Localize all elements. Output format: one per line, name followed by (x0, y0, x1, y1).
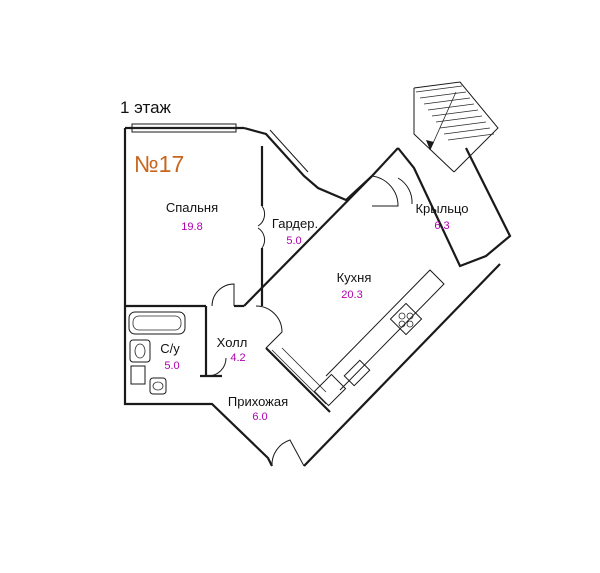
room-wardrobe-area: 5.0 (286, 235, 301, 247)
room-bedroom-area: 19.8 (181, 221, 202, 233)
apartment-number: №17 (134, 151, 184, 177)
room-hall-area: 4.2 (230, 352, 245, 364)
room-kitchen-name: Кухня (337, 270, 372, 285)
porch-stairs (415, 85, 495, 151)
room-wardrobe-name: Гардер. (272, 216, 318, 231)
room-porch-area: 6.3 (434, 220, 449, 232)
room-bathroom-name: С/у (160, 341, 180, 356)
room-bathroom-area: 5.0 (164, 360, 179, 372)
windows (131, 123, 309, 177)
room-kitchen-area: 20.3 (341, 289, 362, 301)
doors (207, 175, 413, 467)
floor-label: 1 этаж (120, 98, 172, 117)
room-bedroom-name: Спальня (166, 200, 218, 215)
interior-walls (125, 146, 373, 413)
room-hall-name: Холл (217, 335, 248, 350)
porch-walls (397, 81, 512, 268)
bathroom-fixtures (128, 311, 186, 395)
room-entrance-area: 6.0 (252, 411, 267, 423)
outer-walls (123, 126, 501, 467)
room-porch-name: Крыльцо (415, 201, 468, 216)
kitchen-fixtures (271, 269, 445, 407)
room-entrance-name: Прихожая (228, 394, 288, 409)
